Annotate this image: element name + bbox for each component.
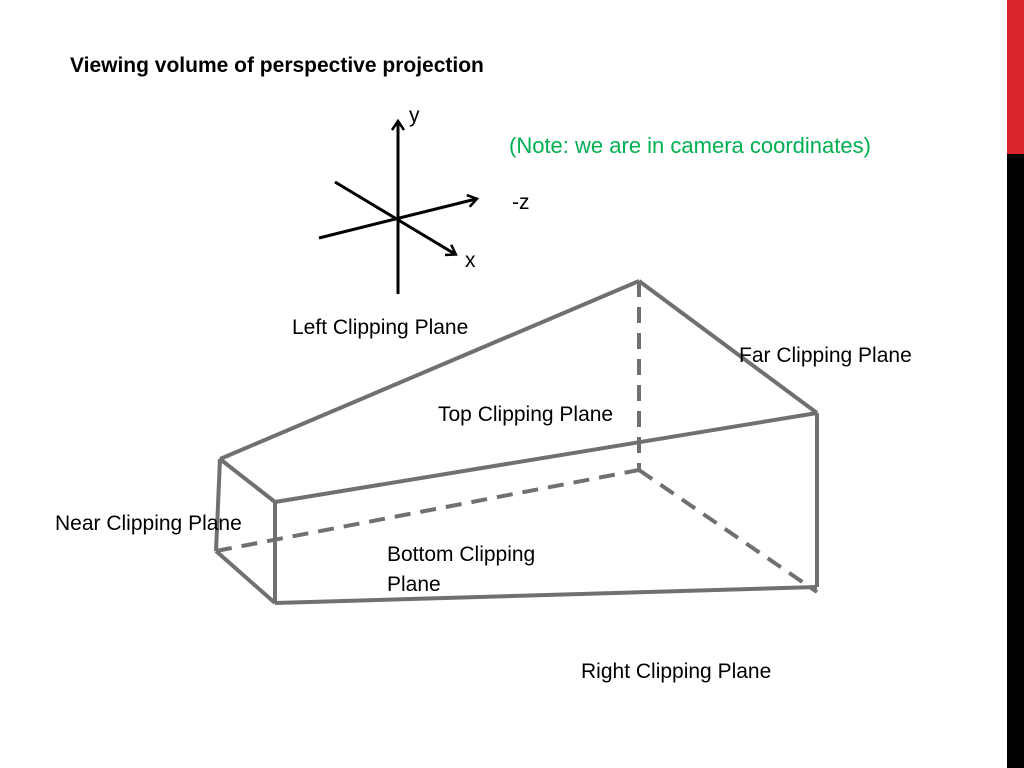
edge-far-bottom-hidden [637,468,819,594]
frustum-solid-edges [214,279,819,605]
slide-title: Viewing volume of perspective projection [70,54,484,77]
edge-near-top-left [218,457,277,504]
edge-bottom-left-hidden [215,468,640,553]
left-clipping-plane-label: Left Clipping Plane [292,316,469,339]
y-axis-label: y [409,104,420,127]
camera-coordinates-note: (Note: we are in camera coordinates) [509,133,871,158]
edge-near-left [214,458,222,552]
x-axis [334,180,455,254]
frustum-hidden-edges [215,281,819,594]
accent-bar-black [1007,154,1024,768]
accent-bar-red [1007,0,1024,154]
edge-near-bottom-left [214,549,277,605]
coordinate-axes [318,122,476,294]
x-axis-label: x [465,249,476,272]
near-clipping-plane-label: Near Clipping Plane [55,512,242,535]
edge-top-left [219,279,640,461]
top-clipping-plane-label: Top Clipping Plane [438,403,614,426]
right-clipping-plane-label: Right Clipping Plane [581,660,772,683]
edge-top-right [274,411,818,504]
bottom-clipping-plane-label-line2: Plane [387,573,441,596]
edge-bottom-right [274,585,818,605]
edge-far-top [637,279,819,415]
bottom-clipping-plane-label-line1: Bottom Clipping [387,543,536,566]
far-clipping-plane-label: Far Clipping Plane [739,344,912,367]
neg-z-axis-label: -z [512,191,530,214]
bottom-clipping-plane-label: Bottom Clipping Plane [387,540,587,600]
